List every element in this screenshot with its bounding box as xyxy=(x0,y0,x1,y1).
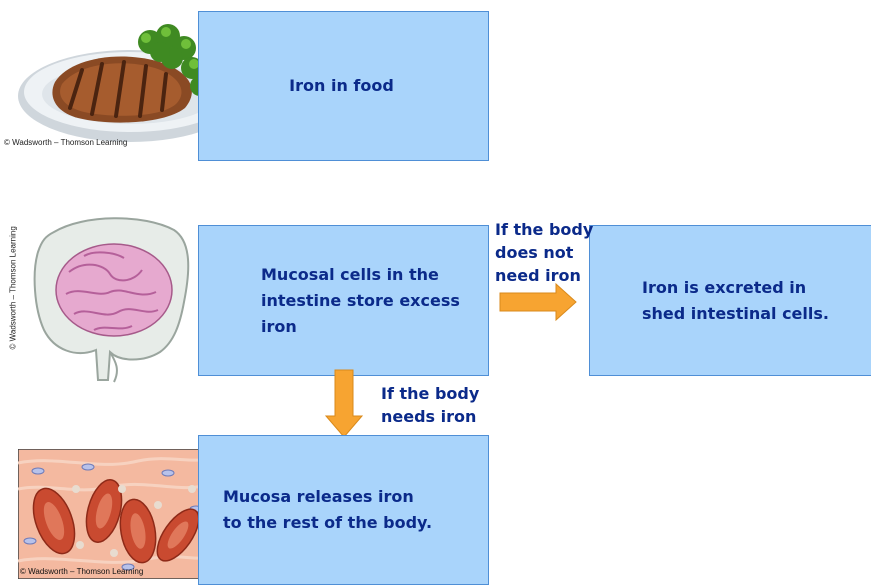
cells-credit: © Wadsworth – Thomson Learning xyxy=(20,567,143,576)
if-not-need-label: If the body does not need iron xyxy=(495,218,593,287)
mucosal-store-text: Mucosal cells in the intestine store exc… xyxy=(261,262,461,340)
iron-excreted-text: Iron is excreted in shed intestinal cell… xyxy=(642,275,842,327)
mucosal-store-box: Mucosal cells in the intestine store exc… xyxy=(198,225,489,376)
mucosa-release-box: Mucosa releases iron to the rest of the … xyxy=(198,435,489,585)
right-arrow-icon xyxy=(498,282,580,322)
food-credit: © Wadsworth – Thomson Learning xyxy=(4,138,127,147)
mucosa-release-text: Mucosa releases iron to the rest of the … xyxy=(223,484,433,536)
iron-excreted-box: Iron is excreted in shed intestinal cell… xyxy=(589,225,871,376)
blood-cells-image xyxy=(18,449,208,579)
if-need-label: If the body needs iron xyxy=(381,382,479,428)
intestine-credit: © Wadsworth – Thomson Learning xyxy=(9,200,18,350)
down-arrow-icon xyxy=(325,368,365,440)
intestine-image xyxy=(24,212,194,387)
iron-in-food-text: Iron in food xyxy=(289,73,394,99)
iron-in-food-box: Iron in food xyxy=(198,11,489,161)
